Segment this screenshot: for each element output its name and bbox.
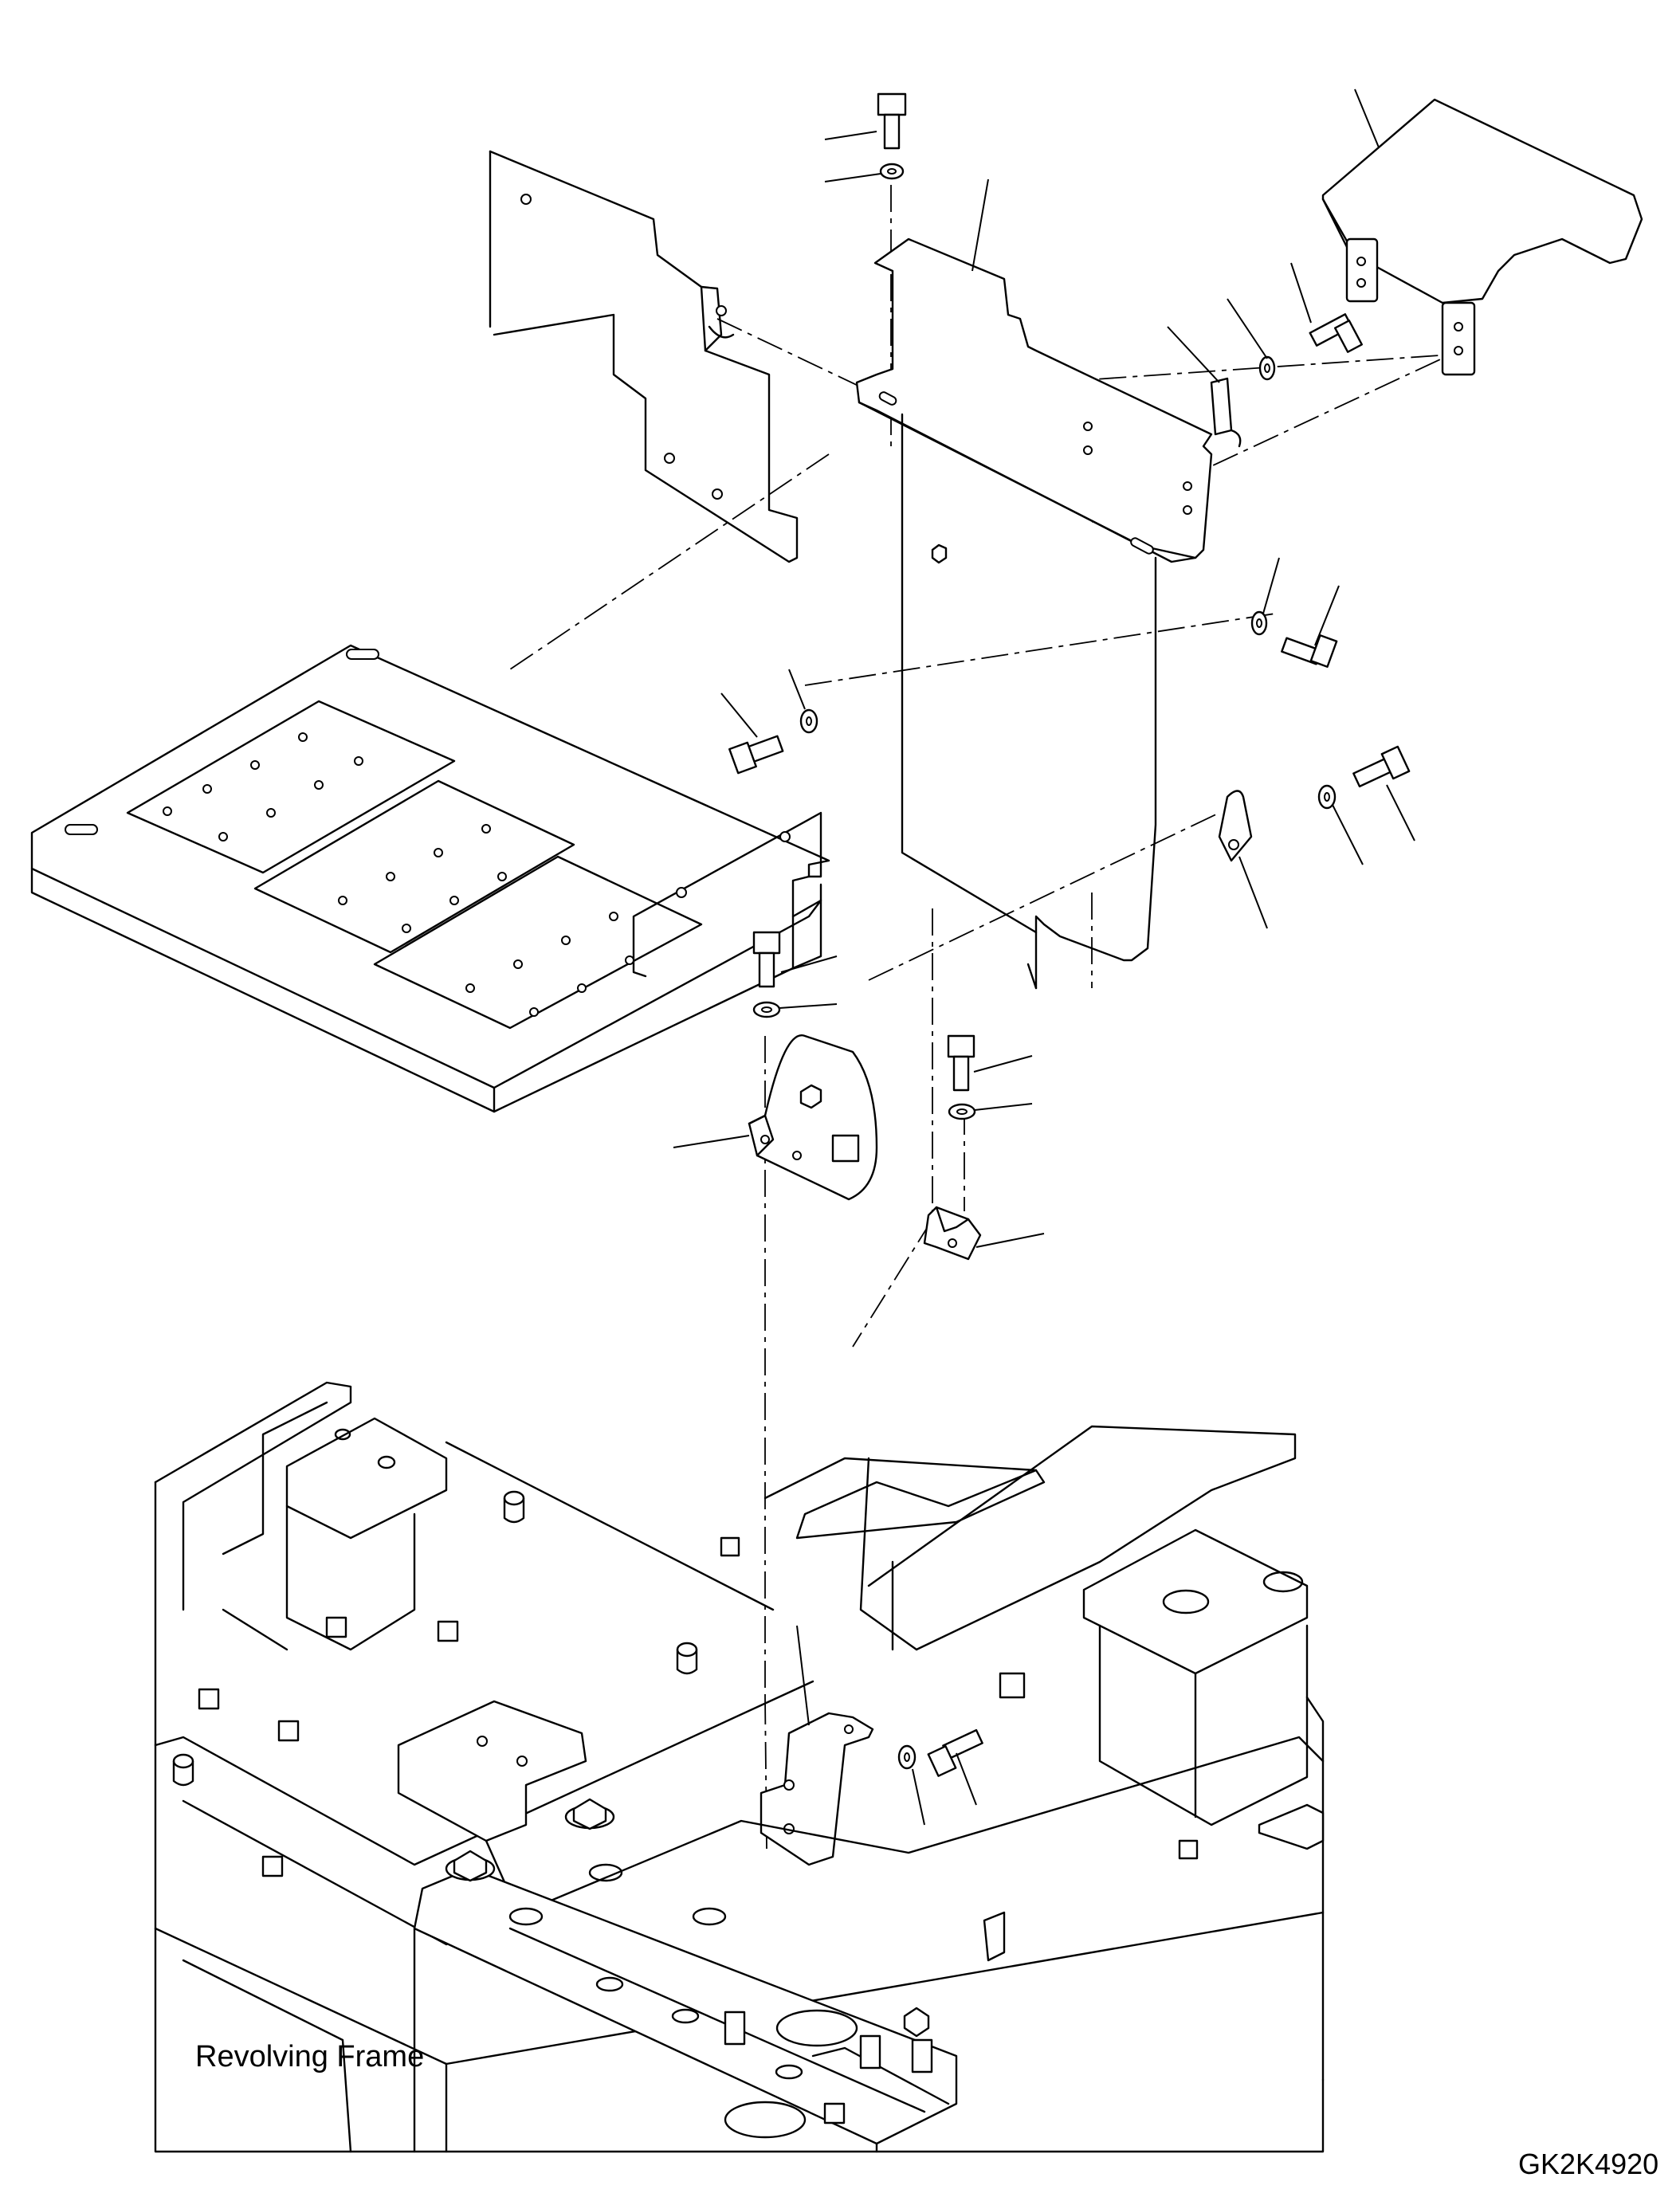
bolt: [1290, 262, 1364, 353]
bolt: [824, 92, 907, 150]
lower-mount-bracket: [673, 1034, 878, 1201]
vertical-bracket-panel: [855, 179, 1213, 990]
washer: [897, 1744, 925, 1826]
drawing-code: GK2K4920: [1518, 2148, 1658, 2180]
left-side-panel: [489, 150, 799, 563]
washer: [752, 1001, 838, 1018]
washer: [948, 1103, 1033, 1120]
bolt: [947, 1034, 1033, 1092]
bolt: [1281, 585, 1340, 668]
bolt: [1352, 745, 1415, 842]
hinged-cover: [1321, 88, 1643, 376]
bolt: [752, 931, 838, 988]
floor-plate: [30, 644, 830, 1113]
right-clip-upper: [1167, 326, 1242, 448]
washer: [1227, 298, 1276, 381]
frame-label: Revolving Frame: [195, 2040, 424, 2073]
washer: [1317, 784, 1364, 865]
clip-bracket: [923, 1206, 1045, 1261]
bolt: [927, 1728, 983, 1806]
washer: [1250, 557, 1280, 636]
right-clip-lower: [1218, 790, 1268, 929]
washers: [752, 163, 1364, 1826]
frame-blocks: [198, 1536, 1199, 2124]
bolt: [720, 692, 784, 775]
floor-plate-holes: [163, 732, 634, 1017]
washer: [788, 669, 818, 734]
frame-bolt-heads: [445, 1798, 930, 2080]
bolts: [720, 92, 1415, 1806]
washer: [824, 163, 905, 182]
lower-frame-bracket: [760, 1625, 874, 1866]
revolving-frame: [154, 1381, 1325, 2153]
